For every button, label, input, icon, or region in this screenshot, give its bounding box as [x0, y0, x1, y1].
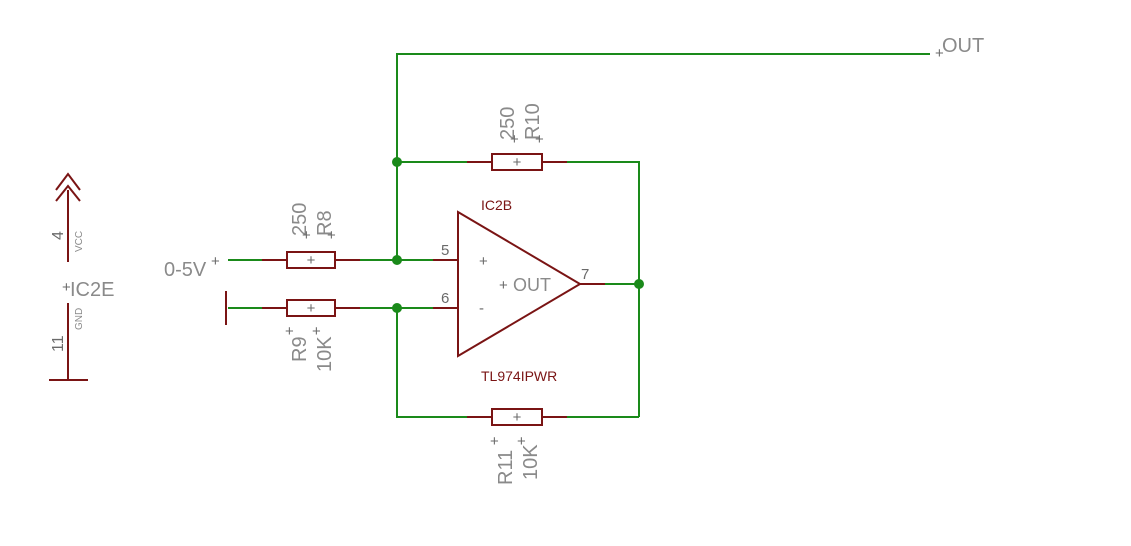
opamp-ic2b[interactable]: [433, 210, 605, 358]
opamp-plus-sign: +: [479, 253, 488, 270]
net-label-out: OUT: [942, 35, 984, 57]
opamp-value-label: TL974IPWR: [481, 368, 557, 384]
net-label-input-mark: +: [211, 253, 220, 270]
junction-dot: [392, 157, 402, 167]
resistor-r9[interactable]: +: [262, 299, 360, 317]
opamp-pin7-label: 7: [581, 266, 589, 283]
gnd-pin-number: 11: [50, 335, 67, 352]
svg-text:+: +: [535, 131, 544, 148]
svg-text:+: +: [312, 323, 321, 340]
resistor-origin-mark: +: [513, 154, 522, 171]
wire-inv-feedback-left: [396, 308, 492, 418]
net-label-out-mark: +: [935, 45, 944, 62]
r10-value-label: 250: [497, 107, 519, 140]
wire-out-net: [396, 53, 930, 162]
vcc-pin-number: 4: [50, 231, 67, 240]
power-symbol-ic2e[interactable]: [49, 172, 88, 381]
svg-text:+: +: [285, 323, 294, 340]
resistor-r8[interactable]: +: [262, 251, 360, 269]
r11-name-label: R11: [495, 450, 517, 485]
r9-value-label: 10K: [314, 336, 336, 372]
power-origin-mark: +: [62, 279, 71, 296]
r8-value-label: 250: [289, 203, 311, 236]
svg-text:+: +: [302, 227, 311, 244]
r8-name-label: R8: [314, 210, 336, 236]
opamp-minus-sign: -: [479, 300, 484, 317]
wire-r10-right: [542, 161, 640, 417]
svg-text:+: +: [490, 433, 499, 450]
svg-text:+: +: [517, 433, 526, 450]
svg-text:+: +: [327, 227, 336, 244]
net-label-input: 0-5V: [164, 259, 207, 281]
opamp-pin6-label: 6: [441, 290, 449, 307]
resistor-r11[interactable]: +: [467, 408, 567, 426]
label-origin-marks: + + + + + + + +: [285, 131, 544, 450]
resistor-origin-mark: +: [307, 252, 316, 269]
resistor-origin-mark: +: [307, 300, 316, 317]
svg-text:+: +: [510, 131, 519, 148]
power-name-label: IC2E: [70, 279, 114, 301]
vcc-label: VCC: [74, 231, 85, 252]
junctions: [392, 157, 644, 313]
junction-dot: [634, 279, 644, 289]
resistor-r10[interactable]: +: [467, 153, 567, 171]
r10-name-label: R10: [522, 103, 544, 140]
opamp-name-label: IC2B: [481, 197, 512, 213]
r9-name-label: R9: [289, 336, 311, 362]
junction-dot: [392, 303, 402, 313]
gnd-label: GND: [74, 308, 85, 330]
opamp-out-pin-label: OUT: [513, 275, 551, 295]
opamp-origin-mark: +: [499, 277, 508, 294]
r11-value-label: 10K: [520, 444, 542, 480]
resistor-origin-mark: +: [513, 409, 522, 426]
opamp-pin5-label: 5: [441, 242, 449, 259]
junction-dot: [392, 255, 402, 265]
